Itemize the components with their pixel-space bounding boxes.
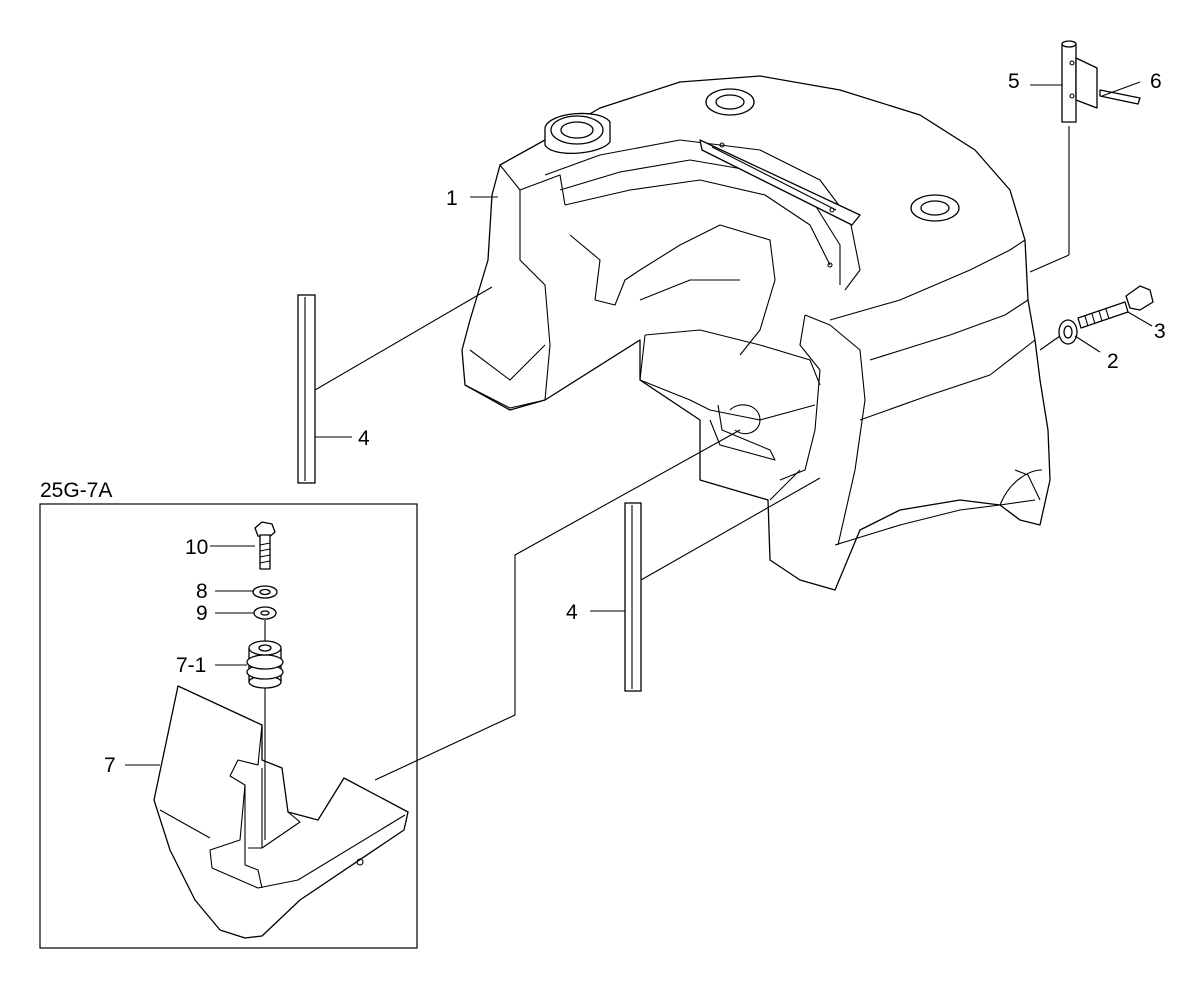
bolt-part-10 [254, 521, 276, 570]
callout-7-1: 7-1 [176, 654, 206, 677]
grommet-part-7-1 [246, 640, 284, 689]
engine-cowling-part-1 [461, 75, 1051, 591]
grommet-boss-right [910, 194, 960, 222]
callout-4-center: 4 [566, 601, 578, 624]
callout-7: 7 [104, 754, 116, 777]
rubber-strip-part-4-center [624, 502, 642, 692]
rubber-strip-part-4-left [297, 294, 316, 484]
cotter-pin-part-6 [1099, 89, 1141, 105]
callout-9: 9 [196, 602, 208, 625]
leader-lines [314, 81, 1153, 781]
callout-1: 1 [446, 187, 458, 210]
inset-frame [39, 503, 418, 949]
callout-3: 3 [1154, 320, 1166, 343]
washer-part-8 [252, 585, 278, 599]
bracket-part-7 [153, 685, 409, 939]
bolt-part-3 [1077, 285, 1154, 329]
washer-part-9 [253, 606, 277, 620]
callout-2: 2 [1107, 350, 1119, 373]
filler-cap [544, 112, 611, 155]
hinge-pin-part-5 [1061, 40, 1098, 123]
washer-part-2 [1058, 319, 1078, 345]
callout-6: 6 [1150, 70, 1162, 93]
callout-8: 8 [196, 580, 208, 603]
grommet-boss-rear [705, 88, 755, 116]
callout-10: 10 [185, 536, 208, 559]
cowling-shell [461, 75, 1051, 591]
inset-25g-7a [39, 503, 418, 949]
callout-5: 5 [1008, 70, 1020, 93]
callout-4-left: 4 [358, 427, 370, 450]
inset-title: 25G-7A [40, 479, 112, 502]
